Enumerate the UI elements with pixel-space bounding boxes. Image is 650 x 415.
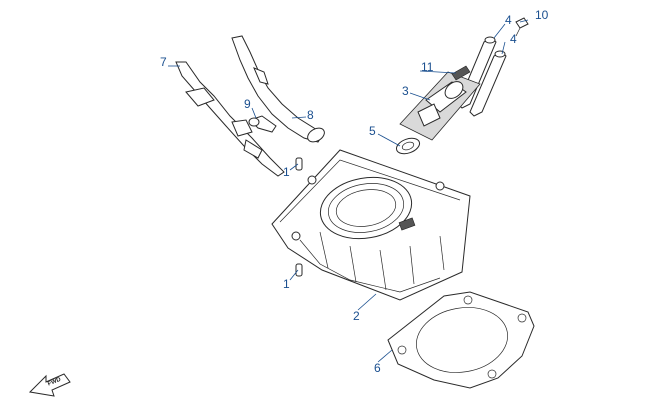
- cylinder-block-part-2: [271, 149, 471, 301]
- base-gasket-part-6: [387, 291, 535, 389]
- gasket-ring-part-5: [395, 137, 421, 155]
- chain-guide-part-7: [175, 61, 285, 177]
- forward-direction-arrow-icon: FWD: [28, 373, 71, 397]
- callout-11: 11: [421, 60, 434, 74]
- bolt-part-4b: [469, 50, 507, 117]
- leader-lines: [168, 19, 529, 363]
- dowel-pin-part-1a: [295, 157, 303, 171]
- callout-8: 8: [307, 108, 314, 122]
- bolt-part-9: [248, 115, 277, 133]
- callout-7: 7: [160, 55, 167, 69]
- chain-tensioner-blade-part-8: [231, 35, 325, 143]
- callout-6: 6: [374, 361, 381, 375]
- callout-1b: 1: [283, 277, 290, 291]
- dowel-pin-part-1b: [295, 263, 303, 277]
- callout-4a: 4: [505, 13, 512, 27]
- callout-3: 3: [402, 84, 409, 98]
- callout-1a: 1: [283, 165, 290, 179]
- callout-9: 9: [244, 97, 251, 111]
- callout-2: 2: [353, 309, 360, 323]
- fwd-label: FWD: [47, 377, 63, 388]
- callout-4b: 4: [510, 32, 517, 46]
- callouts: 10 4 4 11 3 7 9 8 5 1 1 2 6: [160, 8, 549, 375]
- callout-5: 5: [369, 124, 376, 138]
- plunger-part-11: [451, 65, 471, 81]
- tensioner-assembly-part-3: [399, 71, 481, 141]
- callout-10: 10: [535, 8, 549, 22]
